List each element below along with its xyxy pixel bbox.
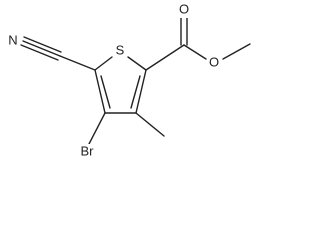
chemical-structure-diagram: S O O N Br (6, 1, 251, 160)
bond-c2-c3 (135, 69, 147, 114)
bond-c2-c3-inner (130, 75, 141, 109)
sulfur-atom-label: S (116, 42, 125, 57)
bond-cn-triple-3 (20, 44, 59, 61)
bromine-label-bg (76, 144, 98, 160)
bond-c4-c5 (94, 69, 106, 114)
ether-oxygen-atom-label: O (209, 54, 219, 69)
bond-c2-carbonyl-c (145, 44, 185, 71)
nitrile-nitrogen-label-bg (6, 33, 20, 49)
bond-carbonyl-ether-o (183, 44, 207, 60)
ether-oxygen-label-bg (207, 55, 222, 71)
bond-c4-br (88, 112, 106, 145)
nitrile-nitrogen-atom-label: N (8, 32, 17, 47)
bond-s-c2 (127, 56, 147, 71)
bond-ether-o-methyl (222, 43, 251, 60)
bromine-atom-label: Br (81, 143, 95, 158)
bond-cn-triple-2 (22, 40, 61, 57)
sulfur-label-bg (113, 43, 127, 59)
carbonyl-oxygen-atom-label: O (179, 1, 189, 16)
bond-c4-c5-inner (100, 75, 111, 109)
bond-c5-s (94, 56, 113, 71)
bond-c5-cn (59, 55, 96, 71)
bond-c3-methyl (135, 112, 165, 137)
carbonyl-oxygen-label-bg (177, 3, 191, 18)
bond-cn-triple-1 (23, 36, 62, 53)
